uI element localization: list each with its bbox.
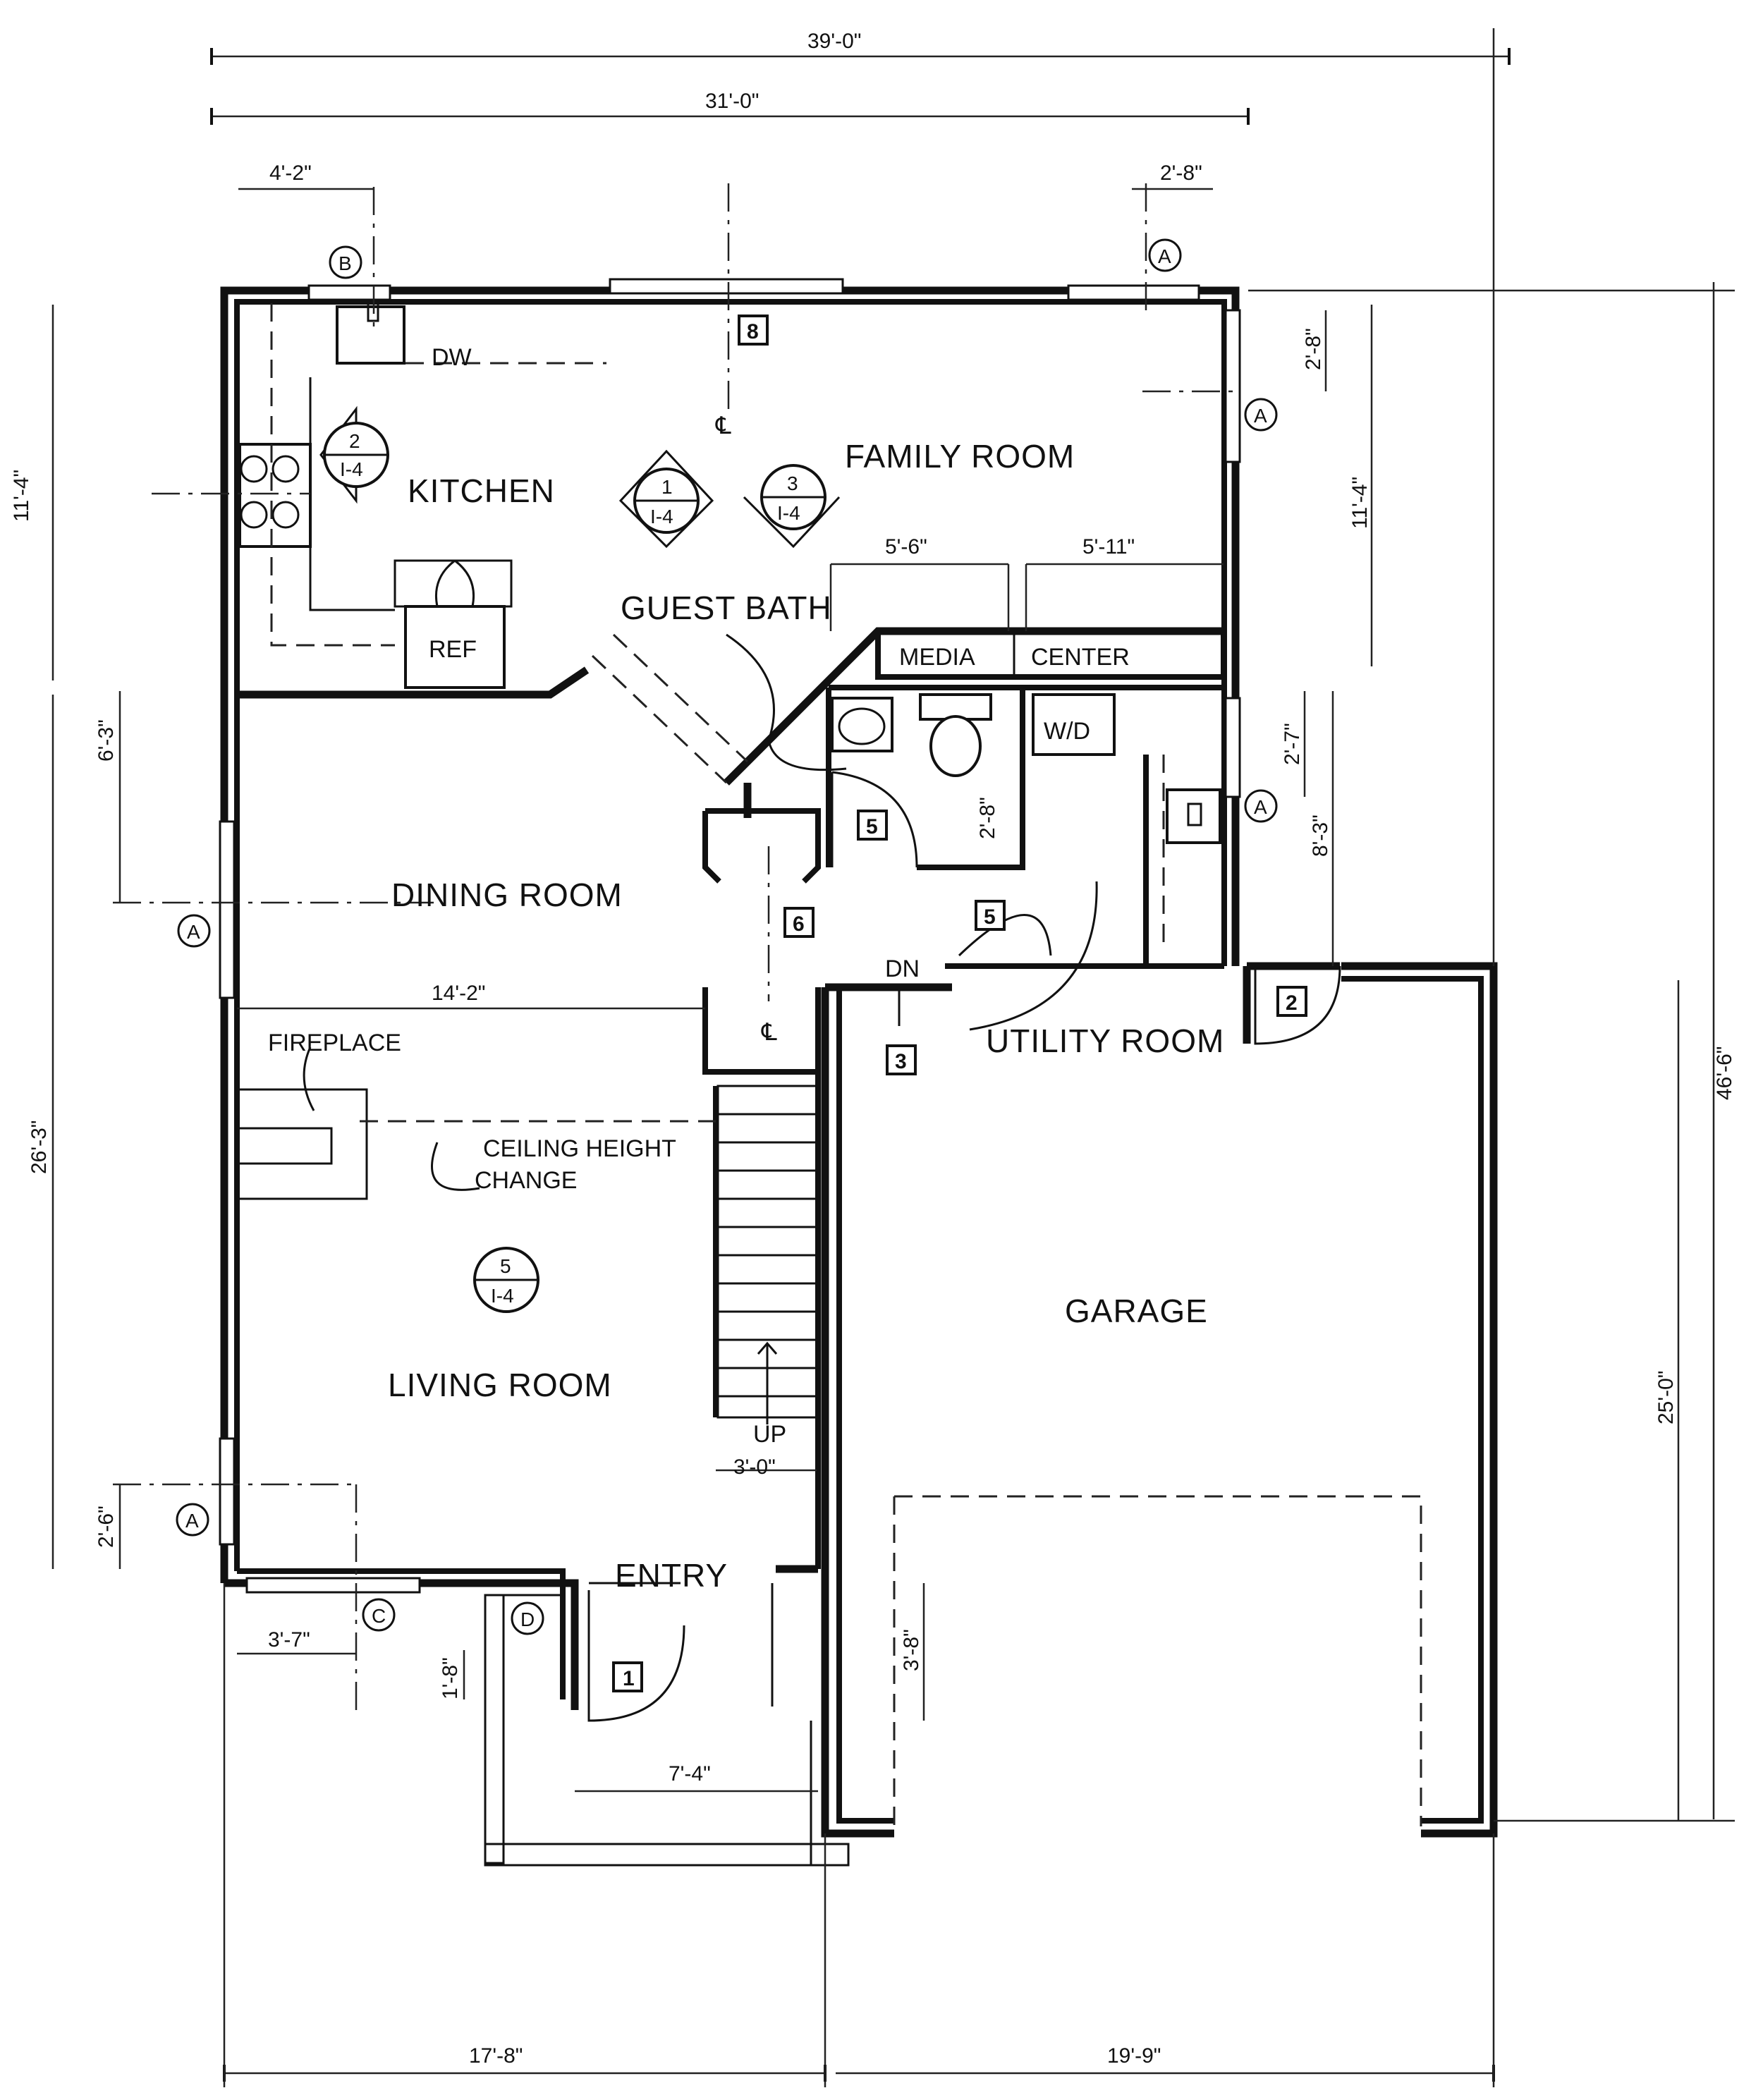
dim-overall-width: 39'-0"	[807, 30, 861, 53]
fixtures	[238, 298, 1221, 948]
dim-living-window: 2'-6"	[94, 1506, 118, 1548]
window-tag-b: B	[338, 252, 352, 274]
dim-front-left: 17'-8"	[469, 2044, 523, 2068]
svg-text:3: 3	[787, 472, 798, 494]
svg-text:I-4: I-4	[491, 1285, 514, 1307]
stair-up-label: UP	[753, 1421, 786, 1448]
svg-text:I-4: I-4	[340, 458, 363, 480]
window-tag-a-dining: A	[187, 921, 200, 943]
kitchen-label: KITCHEN	[408, 472, 555, 509]
centerlines	[113, 183, 1241, 1714]
centerline-symbol-closet: ℄	[761, 1019, 777, 1046]
garage-label: GARAGE	[1065, 1293, 1208, 1329]
svg-text:5: 5	[500, 1255, 511, 1277]
door-tag-8: 8	[747, 320, 759, 343]
dim-front-right: 19'-9"	[1107, 2044, 1161, 2068]
door-tag-6: 6	[793, 912, 805, 936]
room-labels: KITCHEN FAMILY ROOM GUEST BATH MEDIA CEN…	[268, 344, 1224, 1594]
fireplace-label: FIREPLACE	[268, 1030, 401, 1056]
window-tag-c: C	[372, 1605, 386, 1627]
dim-garage-depth: 25'-0"	[1654, 1371, 1678, 1424]
stairs	[716, 1085, 818, 1424]
dim-front-window: 3'-7"	[268, 1628, 310, 1652]
dishwasher-label: DW	[432, 344, 472, 371]
door-tag-d: D	[520, 1608, 535, 1630]
svg-text:2: 2	[349, 430, 360, 452]
dim-media-left: 5'-6"	[885, 535, 927, 558]
dim-porch-width: 7'-4"	[669, 1762, 711, 1785]
dim-living-width: 14'-2"	[432, 982, 485, 1005]
ceiling-change-label: CHANGE	[475, 1167, 577, 1194]
entry-label: ENTRY	[615, 1557, 728, 1594]
door-tag-5-utility: 5	[984, 905, 996, 929]
section-mark-5: 5 I-4	[473, 1247, 539, 1313]
window-tag-a-utility: A	[1254, 796, 1267, 818]
dim-overall-depth: 46'-6"	[1713, 1046, 1736, 1100]
dim-entry-door-offset: 1'-8"	[439, 1657, 462, 1699]
window-tag-a-family: A	[1158, 245, 1171, 267]
washer-dryer-label: W/D	[1044, 718, 1090, 745]
garage-walls	[821, 962, 1498, 1838]
windows	[219, 278, 1241, 1594]
window-tag-a-living: A	[185, 1510, 199, 1532]
dim-stair-width: 3'-0"	[733, 1455, 776, 1479]
svg-text:I-4: I-4	[777, 502, 800, 524]
dim-side-window: 2'-8"	[1302, 328, 1325, 370]
dim-utility-depth: 8'-3"	[1309, 814, 1332, 857]
family-room-label: FAMILY ROOM	[845, 438, 1075, 475]
dimension-lines	[51, 28, 1735, 2087]
section-mark-3: 3 I-4	[743, 464, 841, 549]
dim-utility-window: 2'-7"	[1281, 723, 1304, 765]
utility-room-label: UTILITY ROOM	[986, 1022, 1224, 1059]
section-mark-1: 1 I-4	[618, 449, 714, 549]
dim-media-right: 5'-11"	[1082, 535, 1135, 558]
dim-garage-door-offset: 3'-8"	[900, 1629, 923, 1671]
annotation-leaders	[303, 633, 1098, 1191]
door-tag-2: 2	[1286, 991, 1298, 1015]
guest-bath-label: GUEST BATH	[621, 590, 832, 626]
dimension-labels: 39'-0" 31'-0" 4'-2" 2'-8" 11'-4" 11'-4" …	[10, 30, 1736, 2068]
center-label: CENTER	[1031, 644, 1130, 671]
dim-dining-window: 6'-3"	[94, 719, 118, 762]
door-tag-3: 3	[895, 1050, 907, 1073]
interior-walls	[237, 627, 1226, 1569]
ceiling-height-label: CEILING HEIGHT	[483, 1135, 676, 1162]
dim-kitchen-depth: 11'-4"	[10, 470, 33, 522]
media-label: MEDIA	[899, 644, 975, 671]
door-tag-1: 1	[623, 1667, 635, 1690]
window-tag-a-side: A	[1254, 405, 1267, 427]
section-markers: 2 I-4 1 I-4 3 I-4 5 I-4	[319, 405, 841, 1313]
refrigerator-label: REF	[429, 636, 477, 663]
window-tags: B A A A A A C D	[176, 238, 1278, 1635]
dim-kitchen-window: 4'-2"	[269, 161, 312, 185]
exterior-walls	[220, 286, 1240, 1867]
dining-room-label: DINING ROOM	[391, 877, 623, 913]
dim-house-width: 31'-0"	[705, 90, 759, 113]
dim-family-window: 2'-8"	[1160, 161, 1202, 185]
stair-down-label: DN	[885, 956, 920, 982]
centerline-symbol: ℄	[715, 413, 731, 439]
section-mark-2: 2 I-4	[319, 405, 389, 504]
svg-text:1: 1	[661, 476, 673, 498]
door-swings	[587, 771, 1341, 1722]
dim-bath-depth: 2'-8"	[976, 797, 999, 839]
svg-text:I-4: I-4	[650, 506, 673, 527]
dim-living-depth: 26'-3"	[28, 1121, 51, 1174]
living-room-label: LIVING ROOM	[388, 1367, 612, 1403]
door-tag-5-bath: 5	[866, 815, 878, 838]
door-tags: 8 5 5 6 3 2 1	[612, 315, 1307, 1692]
dim-family-depth: 11'-4"	[1348, 477, 1372, 529]
